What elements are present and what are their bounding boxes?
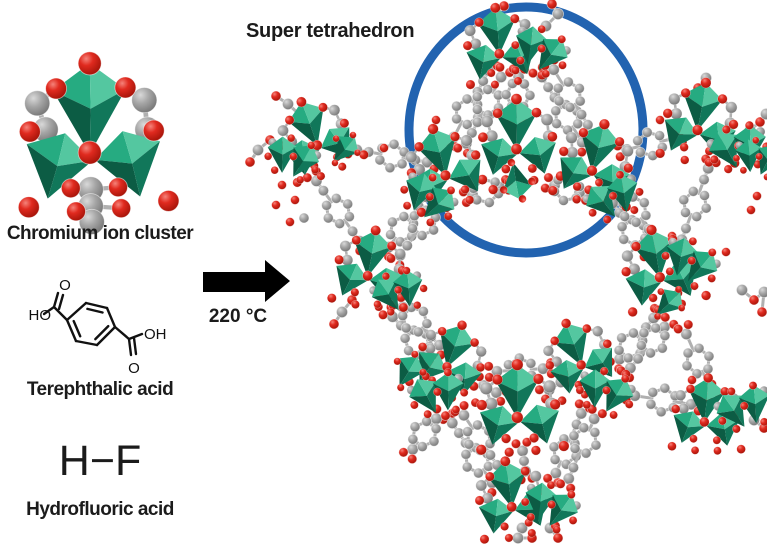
chromium-cluster-single (653, 285, 686, 321)
chain-stub (540, 0, 565, 32)
chromium-cluster-pair (264, 134, 322, 184)
chromium-cluster-label: Chromium ion cluster (6, 223, 194, 244)
terephthalic-acid-structure: HO O OH O (29, 277, 167, 377)
chromium-cluster-trimer (667, 372, 746, 455)
bdc-linker (555, 404, 608, 494)
chromium-cluster-pair (713, 381, 767, 434)
chain-stub (736, 283, 767, 318)
tpa-o-bottom-label: O (128, 360, 140, 377)
hydrofluoric-acid-label: Hydrofluoric acid (26, 499, 174, 520)
tpa-oh-label: OH (144, 326, 167, 343)
chromium-cluster-pair (661, 237, 722, 291)
chromium-cluster-single (393, 350, 427, 392)
chromium-cluster-trimer (17, 51, 180, 235)
terephthalic-acid-label: Terephthalic acid (26, 379, 174, 400)
tpa-ho-label: HO (29, 307, 52, 324)
tpa-o-top-label: O (59, 277, 71, 294)
chromium-cluster-pair (400, 172, 459, 227)
mof-molecules (244, 0, 767, 545)
chromium-cluster-single (499, 158, 536, 203)
chromium-cluster-pair (406, 368, 469, 419)
reaction-arrow (203, 260, 290, 302)
temperature-label: 220 °C (208, 306, 268, 327)
hf-formula: H−F (58, 437, 142, 485)
chromium-cluster-trimer (405, 123, 499, 218)
arrow-shape (203, 260, 290, 302)
chromium-cluster-pair (582, 170, 644, 224)
chromium-cluster-drawing (17, 51, 180, 235)
chromium-cluster-pair (520, 480, 582, 534)
super-tetrahedron-label: Super tetrahedron (246, 20, 415, 42)
chromium-cluster-single (331, 131, 362, 167)
chromium-cluster-pair (368, 266, 428, 316)
bdc-linker (398, 403, 451, 465)
